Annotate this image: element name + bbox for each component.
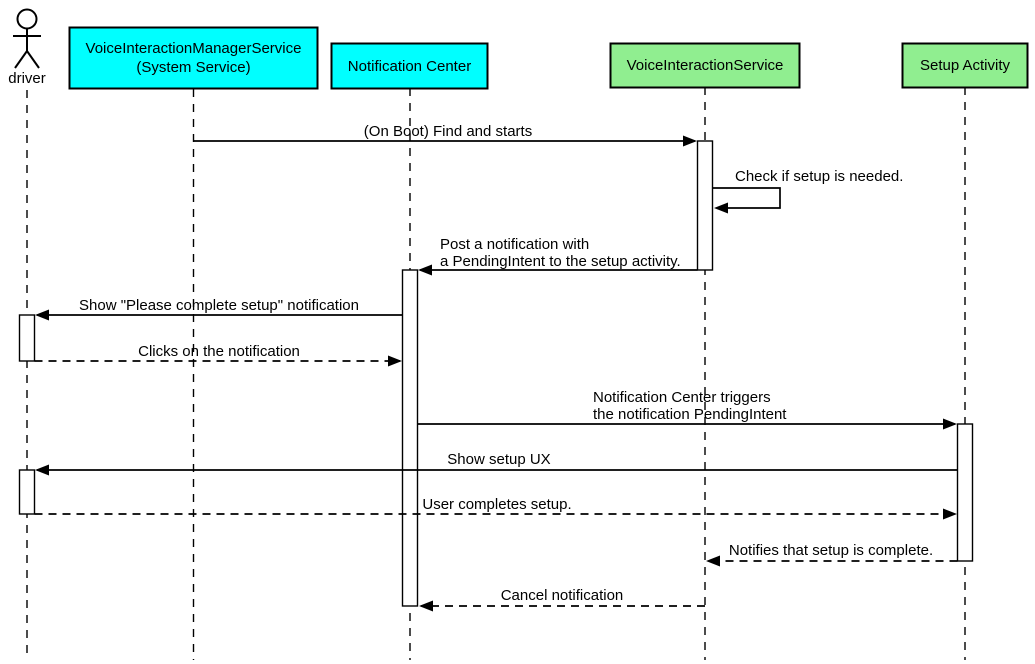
participant-vims-label-line1: VoiceInteractionManagerService <box>86 40 302 57</box>
participant-box-setup-activity <box>901 42 1029 89</box>
activation-driver-2 <box>18 469 36 515</box>
message-7-arrowhead <box>943 508 957 520</box>
message-3-label: Show "Please complete setup" notificatio… <box>79 297 359 314</box>
message-4-arrowhead <box>388 355 402 367</box>
message-1-arrowhead <box>714 202 728 214</box>
message-cancel-notification: Cancel notification <box>419 587 705 612</box>
message-9-arrowhead <box>419 600 433 612</box>
activation-setup-activity <box>956 423 974 562</box>
message-5-label-line1: Notification Center triggers <box>593 389 771 406</box>
message-5-label-line2: the notification PendingIntent <box>593 406 787 423</box>
participant-driver-label: driver <box>8 70 46 87</box>
message-1-line <box>713 187 781 209</box>
participant-setup-activity: Setup Activity <box>901 42 1029 89</box>
message-2-label-line2: a PendingIntent to the setup activity. <box>440 253 681 270</box>
message-9-label: Cancel notification <box>501 587 624 604</box>
participant-box-vims <box>68 26 319 90</box>
participant-driver: driver <box>8 8 46 87</box>
activation-notification-center <box>401 269 419 607</box>
message-7-label: User completes setup. <box>422 496 571 513</box>
message-user-completes-setup: User completes setup. <box>34 496 957 520</box>
participant-notification-center: Notification Center <box>330 42 489 90</box>
message-check-if-setup-is-needed: Check if setup is needed. <box>713 168 903 214</box>
message-notification-center-triggers-pendingintent: Notification Center triggers the notific… <box>417 389 957 430</box>
message-2-arrowhead <box>418 264 432 276</box>
message-8-label: Notifies that setup is complete. <box>729 542 933 559</box>
message-8-arrowhead <box>706 555 720 567</box>
message-0-arrowhead <box>683 135 697 147</box>
message-0-label: (On Boot) Find and starts <box>364 123 532 140</box>
participant-notification-center-label: Notification Center <box>348 58 471 75</box>
message-notifies-setup-complete: Notifies that setup is complete. <box>706 542 958 567</box>
message-show-setup-ux: Show setup UX <box>35 451 958 476</box>
message-on-boot-find-and-starts: (On Boot) Find and starts <box>193 123 697 147</box>
activation-voice-interaction-service <box>696 140 714 271</box>
participant-voice-interaction-manager-service: VoiceInteractionManagerService (System S… <box>68 26 319 90</box>
participant-box-voice-interaction-service <box>609 42 801 89</box>
message-5-arrowhead <box>943 418 957 430</box>
message-post-a-notification: Post a notification with a PendingIntent… <box>418 236 698 276</box>
participant-box-notification-center <box>330 42 489 90</box>
participant-vims-label-line2: (System Service) <box>136 59 250 76</box>
actor-leg-left <box>14 50 28 69</box>
participant-voice-interaction-service: VoiceInteractionService <box>609 42 801 89</box>
actor-head <box>16 8 38 30</box>
message-6-label: Show setup UX <box>447 451 550 468</box>
actor-leg-right <box>26 50 40 69</box>
participant-voice-interaction-service-label: VoiceInteractionService <box>627 57 784 74</box>
message-clicks-on-the-notification: Clicks on the notification <box>34 343 402 367</box>
participant-setup-activity-label: Setup Activity <box>920 57 1011 74</box>
message-4-label: Clicks on the notification <box>138 343 300 360</box>
message-2-label-line1: Post a notification with <box>440 236 589 253</box>
message-1-label: Check if setup is needed. <box>735 168 903 185</box>
activation-driver-1 <box>18 314 36 362</box>
message-3-arrowhead <box>35 309 49 321</box>
message-show-please-complete-setup-notification: Show "Please complete setup" notificatio… <box>35 297 403 321</box>
message-6-arrowhead <box>35 464 49 476</box>
